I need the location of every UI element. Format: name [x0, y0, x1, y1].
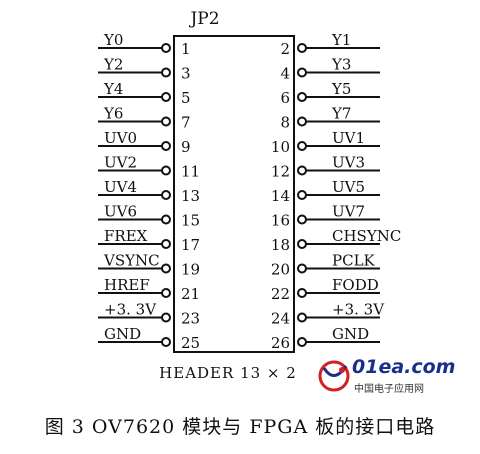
- pin-number-right: 12: [271, 163, 290, 181]
- signal-label-left: UV0: [104, 129, 137, 147]
- pin-number-left: 23: [181, 310, 200, 328]
- signal-label-right: Y7: [331, 105, 351, 123]
- pin-terminal-right: [297, 239, 307, 249]
- pin-number-right: 14: [271, 187, 290, 205]
- pin-terminal-left: [161, 165, 171, 176]
- signal-label-right: Y1: [331, 31, 351, 49]
- signal-label-right: UV7: [332, 203, 365, 221]
- pin-number-left: 3: [181, 65, 191, 83]
- pin-number-right: 16: [271, 212, 290, 230]
- pin-terminal-left: [161, 43, 171, 53]
- pin-number-right: 10: [271, 138, 290, 156]
- signal-label-left: Y4: [103, 80, 123, 98]
- pin-number-right: 24: [271, 310, 290, 328]
- pin-number-right: 18: [271, 236, 290, 254]
- pin-number-left: 7: [181, 114, 191, 132]
- pin-terminal-right: [297, 214, 307, 225]
- pin-terminal-right: [297, 165, 307, 176]
- signal-label-left: Y6: [103, 105, 123, 123]
- signal-label-right: +3. 3V: [332, 301, 385, 319]
- logo-globe-icon: [318, 360, 350, 392]
- signal-label-right: UV5: [332, 178, 365, 196]
- pin-terminal-right: [297, 263, 307, 274]
- signal-label-right: PCLK: [332, 252, 376, 270]
- pin-terminal-left: [161, 288, 171, 298]
- pin-number-right: 22: [271, 285, 290, 303]
- pin-number-right: 4: [280, 65, 290, 83]
- logo-text: 01ea.com: [352, 356, 456, 378]
- pin-terminal-right: [297, 43, 307, 53]
- pin-number-left: 21: [181, 285, 200, 303]
- signal-label-right: GND: [332, 325, 369, 343]
- signal-label-left: FREX: [104, 227, 148, 245]
- pin-number-left: 5: [181, 89, 191, 107]
- signal-label-right: FODD: [332, 276, 379, 294]
- pin-number-left: 19: [181, 261, 200, 279]
- pin-number-left: 17: [181, 236, 200, 254]
- signal-label-left: +3. 3V: [104, 301, 157, 319]
- pin-terminal-left: [161, 92, 171, 102]
- signal-label-right: Y5: [331, 80, 351, 98]
- pin-terminal-right: [297, 116, 307, 127]
- signal-label-left: UV2: [104, 154, 137, 172]
- connector-title: JP2: [188, 9, 219, 29]
- pin-number-right: 26: [271, 334, 290, 352]
- figure-caption: 图 3 OV7620 模块与 FPGA 板的接口电路: [44, 416, 436, 438]
- pin-terminal-left: [161, 337, 171, 347]
- signal-label-left: HREF: [104, 276, 150, 294]
- pin-terminal-right: [297, 288, 307, 298]
- pin-number-left: 15: [181, 212, 200, 230]
- signal-label-left: GND: [104, 325, 141, 343]
- pin-terminal-left: [161, 67, 171, 78]
- pin-terminal-right: [297, 190, 307, 200]
- pin-number-left: 13: [181, 187, 200, 205]
- pin-terminal-left: [161, 263, 171, 274]
- signal-label-left: Y2: [103, 56, 123, 74]
- pin-number-right: 20: [271, 261, 290, 279]
- signal-label-right: UV1: [332, 129, 365, 147]
- signal-label-right: UV3: [332, 154, 365, 172]
- signal-label-left: VSYNC: [103, 252, 160, 270]
- connector-body: [173, 35, 295, 353]
- pin-terminal-right: [297, 67, 307, 78]
- signal-label-right: CHSYNC: [332, 227, 401, 245]
- pin-number-left: 11: [181, 163, 200, 181]
- signal-label-right: Y3: [331, 56, 351, 74]
- pin-number-left: 9: [181, 138, 191, 156]
- logo-subtitle: 中国电子应用网: [354, 384, 424, 395]
- signal-label-left: UV6: [104, 203, 137, 221]
- pin-terminal-right: [297, 92, 307, 102]
- pin-terminal-left: [161, 239, 171, 249]
- pin-number-left: 25: [181, 334, 200, 352]
- pin-terminal-right: [297, 141, 307, 151]
- signal-label-left: Y0: [103, 31, 123, 49]
- connector-footer-label: HEADER 13 × 2: [159, 364, 297, 382]
- pin-terminal-left: [161, 190, 171, 200]
- pin-number-right: 6: [280, 89, 290, 107]
- pin-terminal-left: [161, 141, 171, 151]
- pin-terminal-left: [161, 116, 171, 127]
- pin-terminal-right: [297, 337, 307, 347]
- pin-terminal-left: [161, 214, 171, 225]
- site-logo: 01ea.com 中国电子应用网: [316, 356, 466, 400]
- pin-terminal-left: [161, 312, 171, 323]
- pin-number-right: 8: [280, 114, 290, 132]
- pin-terminal-right: [297, 312, 307, 323]
- signal-label-left: UV4: [104, 178, 137, 196]
- pin-number-left: 1: [181, 40, 191, 58]
- pin-number-right: 2: [280, 40, 290, 58]
